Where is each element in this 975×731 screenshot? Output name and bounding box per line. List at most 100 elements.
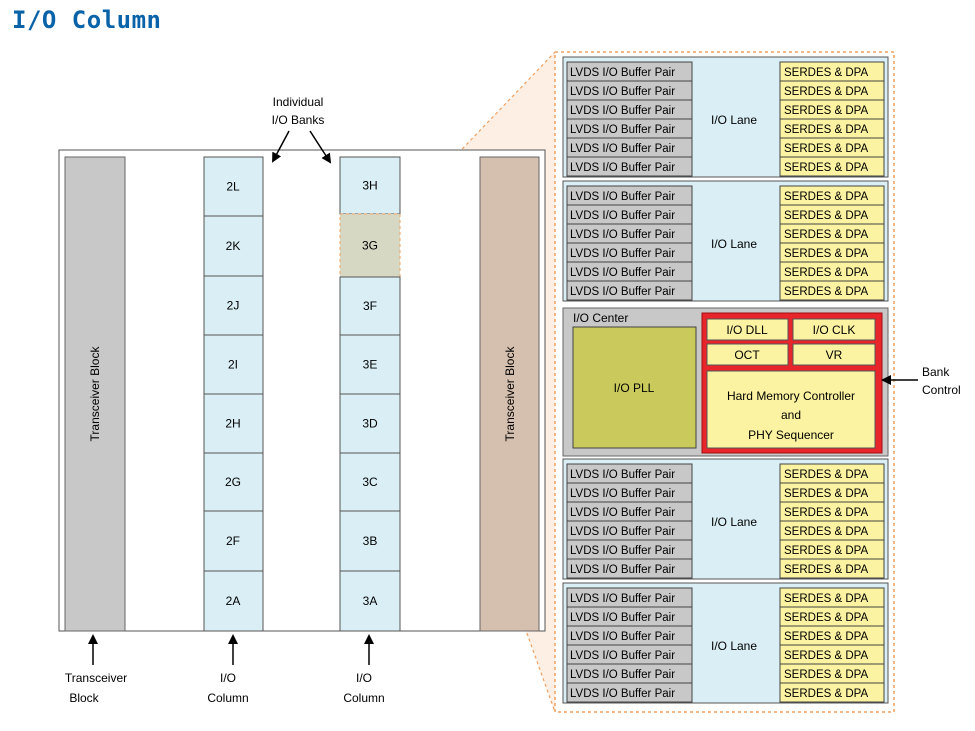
serdes-label: SERDES & DPA: [784, 526, 868, 538]
callout-individual: Individual: [273, 95, 324, 109]
bank-3F: [339, 276, 401, 336]
serdes-label: SERDES & DPA: [784, 191, 868, 203]
lvds-buffer-label: LVDS I/O Buffer Pair: [570, 488, 675, 500]
hmc-label-1: Hard Memory Controller: [727, 389, 855, 403]
vr-block: [792, 343, 876, 366]
oct-block: [706, 343, 789, 366]
lvds-buffer-label: LVDS I/O Buffer Pair: [570, 507, 675, 519]
label-block: Block: [69, 691, 99, 705]
lvds-buffer-label: LVDS I/O Buffer Pair: [570, 593, 675, 605]
lvds-buffer-pair: [566, 280, 693, 301]
serdes-label: SERDES & DPA: [784, 507, 868, 519]
serdes-label: SERDES & DPA: [784, 564, 868, 576]
bank-label: 3C: [362, 475, 378, 489]
io-dll-block: [706, 318, 789, 341]
serdes-label: SERDES & DPA: [784, 210, 868, 222]
bank-label: 2L: [226, 180, 240, 194]
bank-label: 3B: [363, 534, 378, 548]
serdes-label: SERDES & DPA: [784, 593, 868, 605]
serdes-label: SERDES & DPA: [784, 124, 868, 136]
transceiver-label-left: Transceiver Block: [88, 346, 102, 442]
bank-2A: [203, 570, 264, 632]
serdes-dpa: [779, 558, 885, 579]
io-dll-label: I/O DLL: [726, 323, 768, 337]
bank-3A: [339, 570, 401, 632]
bank-2F: [203, 510, 264, 572]
bank-3E: [339, 334, 401, 395]
io-lane-label: I/O Lane: [711, 639, 757, 653]
serdes-label: SERDES & DPA: [784, 105, 868, 117]
serdes-label: SERDES & DPA: [784, 612, 868, 624]
lvds-buffer-label: LVDS I/O Buffer Pair: [570, 86, 675, 98]
serdes-dpa: [779, 156, 885, 177]
lvds-buffer-label: LVDS I/O Buffer Pair: [570, 469, 675, 481]
lvds-buffer-label: LVDS I/O Buffer Pair: [570, 688, 675, 700]
transceiver-label-right: Transceiver Block: [503, 346, 517, 442]
lvds-buffer-label: LVDS I/O Buffer Pair: [570, 267, 675, 279]
lvds-buffer-label: LVDS I/O Buffer Pair: [570, 162, 675, 174]
serdes-label: SERDES & DPA: [784, 669, 868, 681]
bank-label: 2F: [226, 534, 240, 548]
lvds-buffer-label: LVDS I/O Buffer Pair: [570, 210, 675, 222]
lvds-buffer-label: LVDS I/O Buffer Pair: [570, 143, 675, 155]
serdes-label: SERDES & DPA: [784, 631, 868, 643]
device-outline: [58, 149, 546, 632]
bank-control-label-1: Bank: [922, 365, 950, 379]
callout-arrow-left: [272, 130, 290, 163]
lvds-buffer-label: LVDS I/O Buffer Pair: [570, 669, 675, 681]
label-transceiver: Transceiver: [65, 671, 127, 685]
bank-3B: [339, 510, 401, 572]
hmc-label-3: PHY Sequencer: [748, 428, 834, 442]
lvds-buffer-label: LVDS I/O Buffer Pair: [570, 229, 675, 241]
io-clk-label: I/O CLK: [813, 323, 856, 337]
lvds-buffer-label: LVDS I/O Buffer Pair: [570, 286, 675, 298]
serdes-label: SERDES & DPA: [784, 469, 868, 481]
bank-label: 2H: [225, 417, 240, 431]
bank-2H: [203, 393, 264, 454]
serdes-label: SERDES & DPA: [784, 650, 868, 662]
serdes-label: SERDES & DPA: [784, 545, 868, 557]
transceiver-block-left: [64, 156, 126, 632]
bank-label: 3G: [362, 239, 378, 253]
bank-label: 2J: [227, 299, 240, 313]
lvds-buffer-label: LVDS I/O Buffer Pair: [570, 650, 675, 662]
bank-2G: [203, 452, 264, 512]
lvds-buffer-label: LVDS I/O Buffer Pair: [570, 545, 675, 557]
serdes-dpa: [779, 682, 885, 703]
bank-label: 2G: [225, 475, 241, 489]
serdes-label: SERDES & DPA: [784, 143, 868, 155]
label-column-left: Column: [207, 691, 248, 705]
serdes-label: SERDES & DPA: [784, 248, 868, 260]
callout-io-banks: I/O Banks: [272, 113, 325, 127]
io-lane-label: I/O Lane: [711, 237, 757, 251]
oct-label: OCT: [734, 348, 760, 362]
hmc-block: [706, 370, 876, 449]
serdes-label: SERDES & DPA: [784, 162, 868, 174]
bank-2I: [203, 334, 264, 395]
bank-label: 2K: [226, 239, 241, 253]
lvds-buffer-pair: [566, 558, 693, 579]
io-lane-label: I/O Lane: [711, 113, 757, 127]
lvds-buffer-pair: [566, 156, 693, 177]
serdes-label: SERDES & DPA: [784, 86, 868, 98]
bank-3G: [339, 213, 401, 278]
lvds-buffer-label: LVDS I/O Buffer Pair: [570, 248, 675, 260]
serdes-label: SERDES & DPA: [784, 67, 868, 79]
lvds-buffer-pair: [566, 682, 693, 703]
lvds-buffer-label: LVDS I/O Buffer Pair: [570, 526, 675, 538]
callout-arrow-right: [309, 130, 332, 164]
bank-3H: [339, 156, 401, 215]
serdes-dpa: [779, 280, 885, 301]
bank-control-label-2: Control: [922, 383, 961, 397]
transceiver-block-right: [479, 156, 540, 632]
label-column-right: Column: [343, 691, 384, 705]
io-clk-block: [792, 318, 876, 341]
bank-label: 3F: [363, 299, 377, 313]
io-pll-label: I/O PLL: [614, 381, 655, 395]
label-io-left: I/O: [220, 671, 236, 685]
serdes-label: SERDES & DPA: [784, 488, 868, 500]
